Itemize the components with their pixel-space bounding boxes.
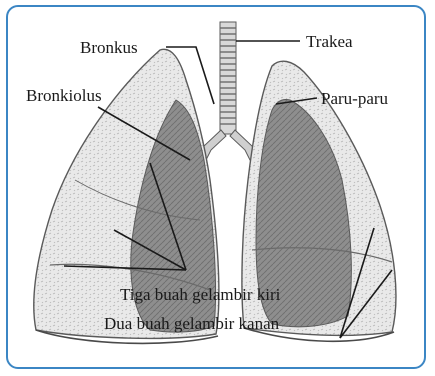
trachea bbox=[220, 22, 236, 134]
label-right-lobes: Dua buah gelambir kanan bbox=[104, 314, 280, 333]
label-trachea: Trakea bbox=[306, 32, 353, 51]
label-left-lobes: Tiga buah gelambir kiri bbox=[120, 285, 281, 304]
label-lung: Paru-paru bbox=[321, 89, 389, 108]
label-bronchus: Bronkus bbox=[80, 38, 138, 57]
label-bronchiole: Bronkiolus bbox=[26, 86, 102, 105]
